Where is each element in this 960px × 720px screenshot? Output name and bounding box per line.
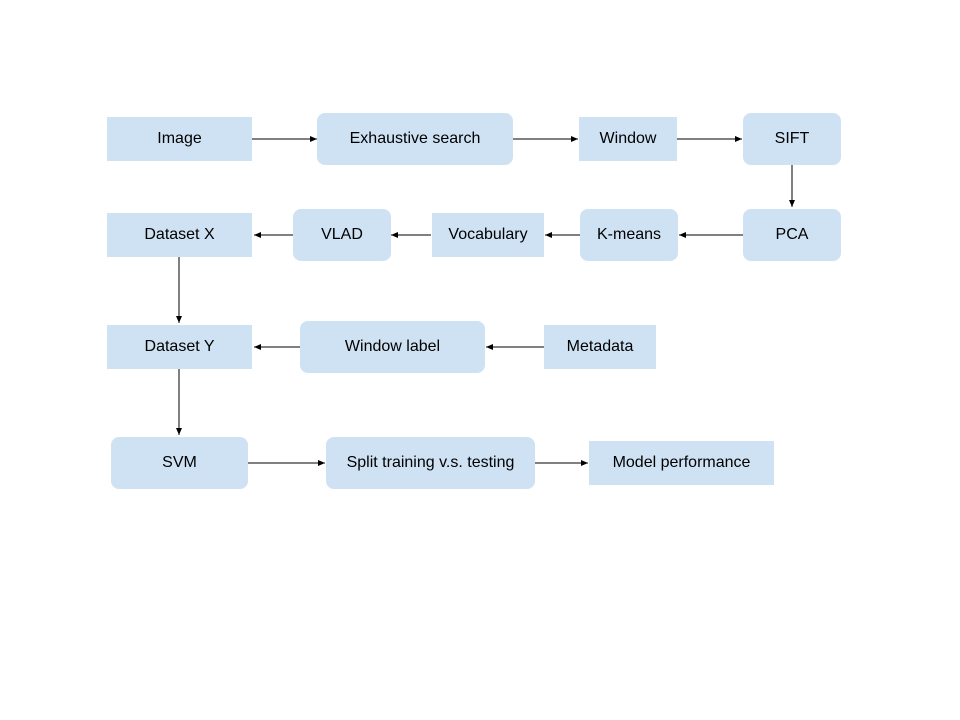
node-dataset-y: Dataset Y	[107, 325, 252, 369]
node-dataset-x: Dataset X	[107, 213, 252, 257]
node-image: Image	[107, 117, 252, 161]
node-pca: PCA	[743, 209, 841, 261]
node-vlad: VLAD	[293, 209, 391, 261]
node-window: Window	[579, 117, 677, 161]
node-kmeans: K-means	[580, 209, 678, 261]
node-svm: SVM	[111, 437, 248, 489]
node-model-performance: Model performance	[589, 441, 774, 485]
node-vocabulary: Vocabulary	[432, 213, 544, 257]
node-metadata: Metadata	[544, 325, 656, 369]
node-window-label: Window label	[300, 321, 485, 373]
node-sift: SIFT	[743, 113, 841, 165]
node-split-training-testing: Split training v.s. testing	[326, 437, 535, 489]
node-exhaustive-search: Exhaustive search	[317, 113, 513, 165]
